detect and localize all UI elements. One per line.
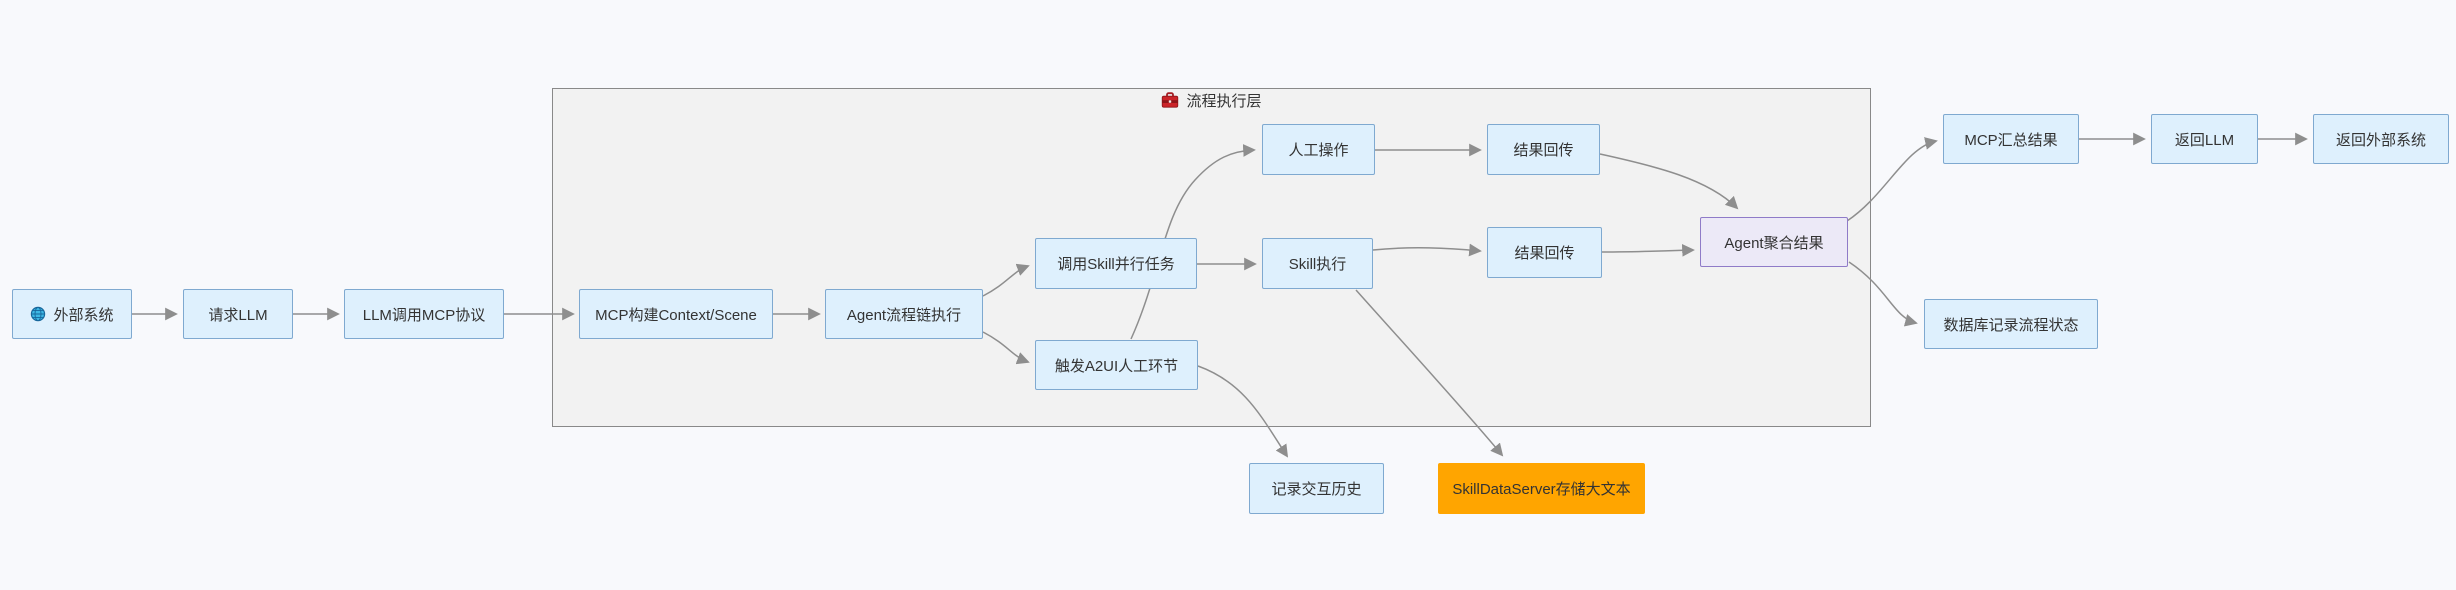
node-return-llm: 返回LLM xyxy=(2151,114,2258,164)
node-record-history: 记录交互历史 xyxy=(1249,463,1384,514)
subgraph-process-execution-layer xyxy=(552,88,1871,427)
node-skilldata-server: SkillDataServer存储大文本 xyxy=(1438,463,1645,514)
node-label: 人工操作 xyxy=(1288,142,1349,159)
edge-trigger-a2ui-to-record-history xyxy=(1197,365,1289,458)
node-label: 结果回传 xyxy=(1514,245,1575,262)
edge-result-return-2-to-agent-aggregate xyxy=(1601,243,1695,257)
node-agent-aggregate: Agent聚合结果 xyxy=(1700,217,1848,267)
node-label: LLM调用MCP协议 xyxy=(362,306,486,324)
node-label: Agent聚合结果 xyxy=(1724,234,1824,252)
node-skill-exec: Skill执行 xyxy=(1262,238,1373,289)
node-label: Agent流程链执行 xyxy=(846,306,962,324)
node-llm-mcp: LLM调用MCP协议 xyxy=(344,289,504,339)
node-manual-op: 人工操作 xyxy=(1262,124,1375,175)
edge-agent-aggregate-to-db-record xyxy=(1848,261,1918,327)
node-label: 返回外部系统 xyxy=(2335,131,2426,149)
node-db-record: 数据库记录流程状态 xyxy=(1924,299,2098,349)
node-invoke-skill: 调用Skill并行任务 xyxy=(1035,238,1197,289)
node-label: 触发A2UI人工环节 xyxy=(1054,357,1179,375)
node-external-system: 外部系统 xyxy=(12,289,132,339)
edge-trigger-a2ui-to-manual-op xyxy=(1130,144,1256,340)
node-label: 记录交互历史 xyxy=(1271,481,1362,498)
node-agent-chain: Agent流程链执行 xyxy=(825,289,983,339)
node-mcp-context: MCP构建Context/Scene xyxy=(579,289,773,339)
edge-agent-chain-to-trigger-a2ui xyxy=(982,331,1030,365)
node-label: 外部系统 xyxy=(53,306,114,324)
node-label: Skill执行 xyxy=(1288,256,1347,273)
subgraph-title: 流程执行层 xyxy=(552,90,1871,111)
node-label: 数据库记录流程状态 xyxy=(1943,316,2079,334)
node-trigger-a2ui: 触发A2UI人工环节 xyxy=(1035,340,1198,390)
edge-result-return-1-to-agent-aggregate xyxy=(1599,153,1739,210)
edge-skill-exec-to-result-return-2 xyxy=(1372,243,1482,257)
subgraph-title-label: 流程执行层 xyxy=(1186,93,1262,110)
node-label: MCP构建Context/Scene xyxy=(595,306,757,324)
node-label: MCP汇总结果 xyxy=(1964,131,2058,149)
node-label: SkillDataServer存储大文本 xyxy=(1452,481,1631,498)
edge-skill-exec-to-skilldata-server xyxy=(1355,289,1504,457)
node-label: 请求LLM xyxy=(208,306,268,324)
node-result-return-1: 结果回传 xyxy=(1487,124,1600,175)
node-return-external: 返回外部系统 xyxy=(2313,114,2449,164)
edge-agent-chain-to-invoke-skill xyxy=(982,263,1030,297)
node-mcp-summary: MCP汇总结果 xyxy=(1943,114,2079,164)
node-request-llm: 请求LLM xyxy=(183,289,293,339)
node-label: 调用Skill并行任务 xyxy=(1057,256,1175,273)
node-result-return-2: 结果回传 xyxy=(1487,227,1602,278)
toolbox-icon xyxy=(1161,92,1179,109)
globe-icon xyxy=(30,306,46,322)
edge-agent-aggregate-to-mcp-summary xyxy=(1846,137,1938,222)
node-label: 结果回传 xyxy=(1513,142,1574,159)
node-label: 返回LLM xyxy=(2174,131,2235,149)
